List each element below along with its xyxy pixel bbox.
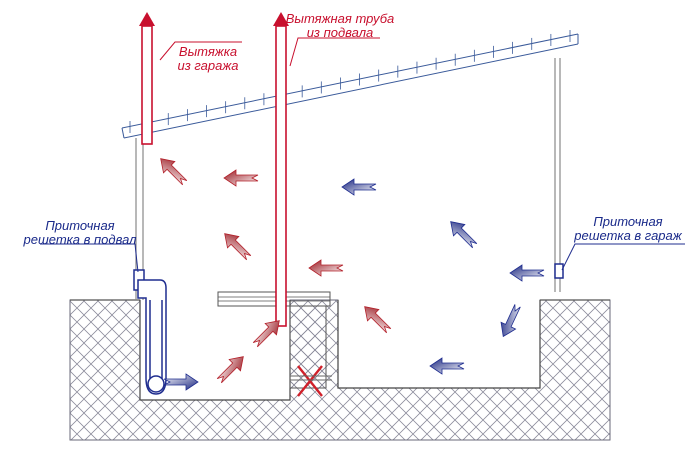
svg-text:решетка в подвал: решетка в подвал — [22, 232, 137, 247]
garage-exhaust-pipe — [139, 12, 155, 145]
airflow-arrow — [223, 169, 259, 187]
blocked-passage-cross — [290, 365, 332, 397]
basement-exhaust-pipe — [273, 12, 289, 327]
svg-text:Приточная: Приточная — [593, 214, 662, 229]
svg-text:из гаража: из гаража — [177, 58, 238, 73]
cool-airflow-arrows — [163, 178, 545, 391]
airflow-arrow — [308, 259, 344, 277]
label-garage-exhaust: Вытяжка из гаража — [177, 44, 238, 73]
airflow-arrow — [500, 304, 521, 338]
svg-text:решетка в гараж: решетка в гараж — [573, 228, 682, 243]
garage-inlet-grille — [554, 263, 564, 279]
warm-airflow-arrows — [160, 158, 392, 384]
inner-wall — [289, 305, 327, 389]
svg-text:Вытяжка: Вытяжка — [179, 44, 237, 59]
airflow-arrow — [364, 306, 392, 334]
airflow-arrow — [450, 221, 478, 249]
airflow-arrow — [224, 233, 252, 261]
label-garage-inlet-grille: Приточная решетка в гараж — [573, 214, 682, 243]
basement-inlet-duct — [133, 269, 167, 395]
airflow-arrow — [509, 264, 545, 282]
airflow-arrow — [341, 178, 377, 196]
svg-text:Вытяжная труба: Вытяжная труба — [286, 11, 395, 26]
airflow-arrow — [252, 320, 280, 348]
airflow-arrow — [429, 357, 465, 375]
basement-outline — [139, 300, 541, 401]
garage-walls — [135, 58, 561, 300]
leader-lines — [40, 37, 685, 273]
svg-text:Приточная: Приточная — [45, 218, 114, 233]
label-basement-inlet-grille: Приточная решетка в подвал — [22, 218, 137, 247]
basement-platform — [217, 291, 331, 307]
label-basement-exhaust-pipe: Вытяжная труба из подвала — [286, 11, 395, 40]
airflow-arrow — [216, 356, 244, 384]
svg-text:из подвала: из подвала — [307, 25, 374, 40]
airflow-arrow — [163, 373, 199, 391]
airflow-arrow — [160, 158, 188, 186]
